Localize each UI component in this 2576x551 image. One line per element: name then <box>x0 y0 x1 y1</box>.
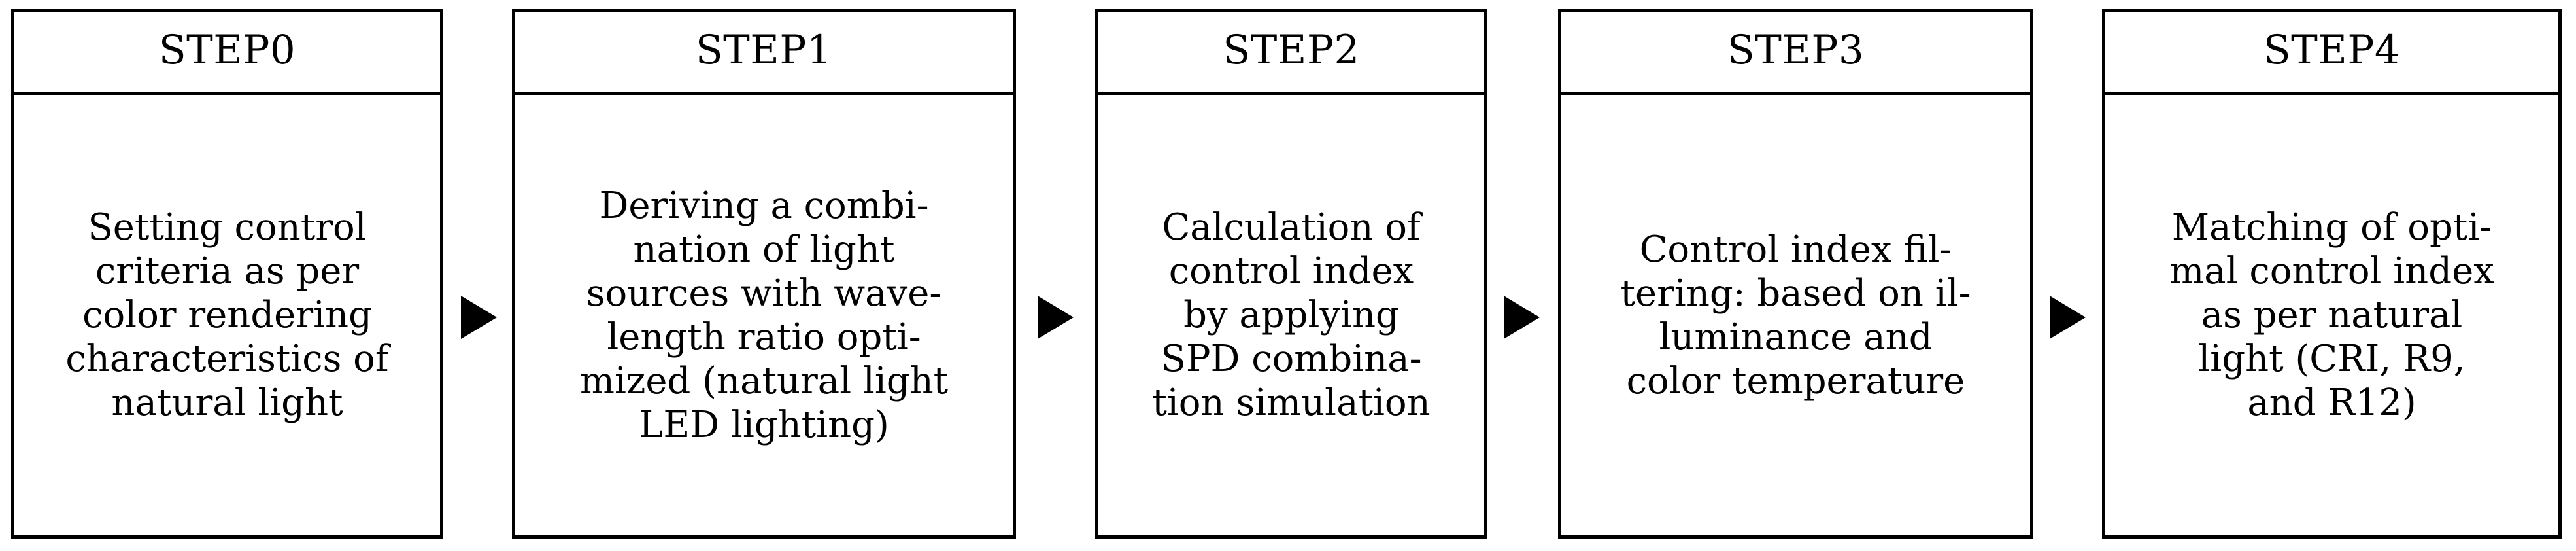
step3-header-label: STEP3 <box>1727 27 1865 73</box>
step-box-step4[interactable]: STEP4 Matching of opti- mal control inde… <box>2102 9 2562 539</box>
step1-header-label: STEP1 <box>695 27 833 73</box>
arrow-step0-to-step1-icon <box>461 296 497 339</box>
step2-body: Calculation of control index by applying… <box>1098 95 1484 535</box>
step1-header: STEP1 <box>515 12 1013 95</box>
step-box-step0[interactable]: STEP0 Setting control criteria as per co… <box>11 9 443 539</box>
arrow-step2-to-step3-icon <box>1504 296 1540 339</box>
step1-body: Deriving a combi- nation of light source… <box>515 95 1013 535</box>
step2-header-label: STEP2 <box>1223 27 1360 73</box>
step4-header: STEP4 <box>2105 12 2558 95</box>
step0-body-text: Setting control criteria as per color re… <box>65 206 389 424</box>
arrow-step1-to-step2-icon <box>1038 296 1074 339</box>
step-box-step3[interactable]: STEP3 Control index fil- tering: based o… <box>1558 9 2033 539</box>
step0-header: STEP0 <box>14 12 440 95</box>
step3-body: Control index fil- tering: based on il- … <box>1561 95 2030 535</box>
step3-body-text: Control index fil- tering: based on il- … <box>1620 228 1971 402</box>
step3-header: STEP3 <box>1561 12 2030 95</box>
step-box-step2[interactable]: STEP2 Calculation of control index by ap… <box>1095 9 1487 539</box>
step1-body-text: Deriving a combi- nation of light source… <box>579 184 949 446</box>
step0-body: Setting control criteria as per color re… <box>14 95 440 535</box>
step4-header-label: STEP4 <box>2263 27 2401 73</box>
step-box-step1[interactable]: STEP1 Deriving a combi- nation of light … <box>512 9 1016 539</box>
step4-body-text: Matching of opti- mal control index as p… <box>2169 206 2494 424</box>
step0-header-label: STEP0 <box>158 27 296 73</box>
step4-body: Matching of opti- mal control index as p… <box>2105 95 2558 535</box>
step2-body-text: Calculation of control index by applying… <box>1152 206 1431 424</box>
step2-header: STEP2 <box>1098 12 1484 95</box>
arrow-step3-to-step4-icon <box>2050 296 2086 339</box>
